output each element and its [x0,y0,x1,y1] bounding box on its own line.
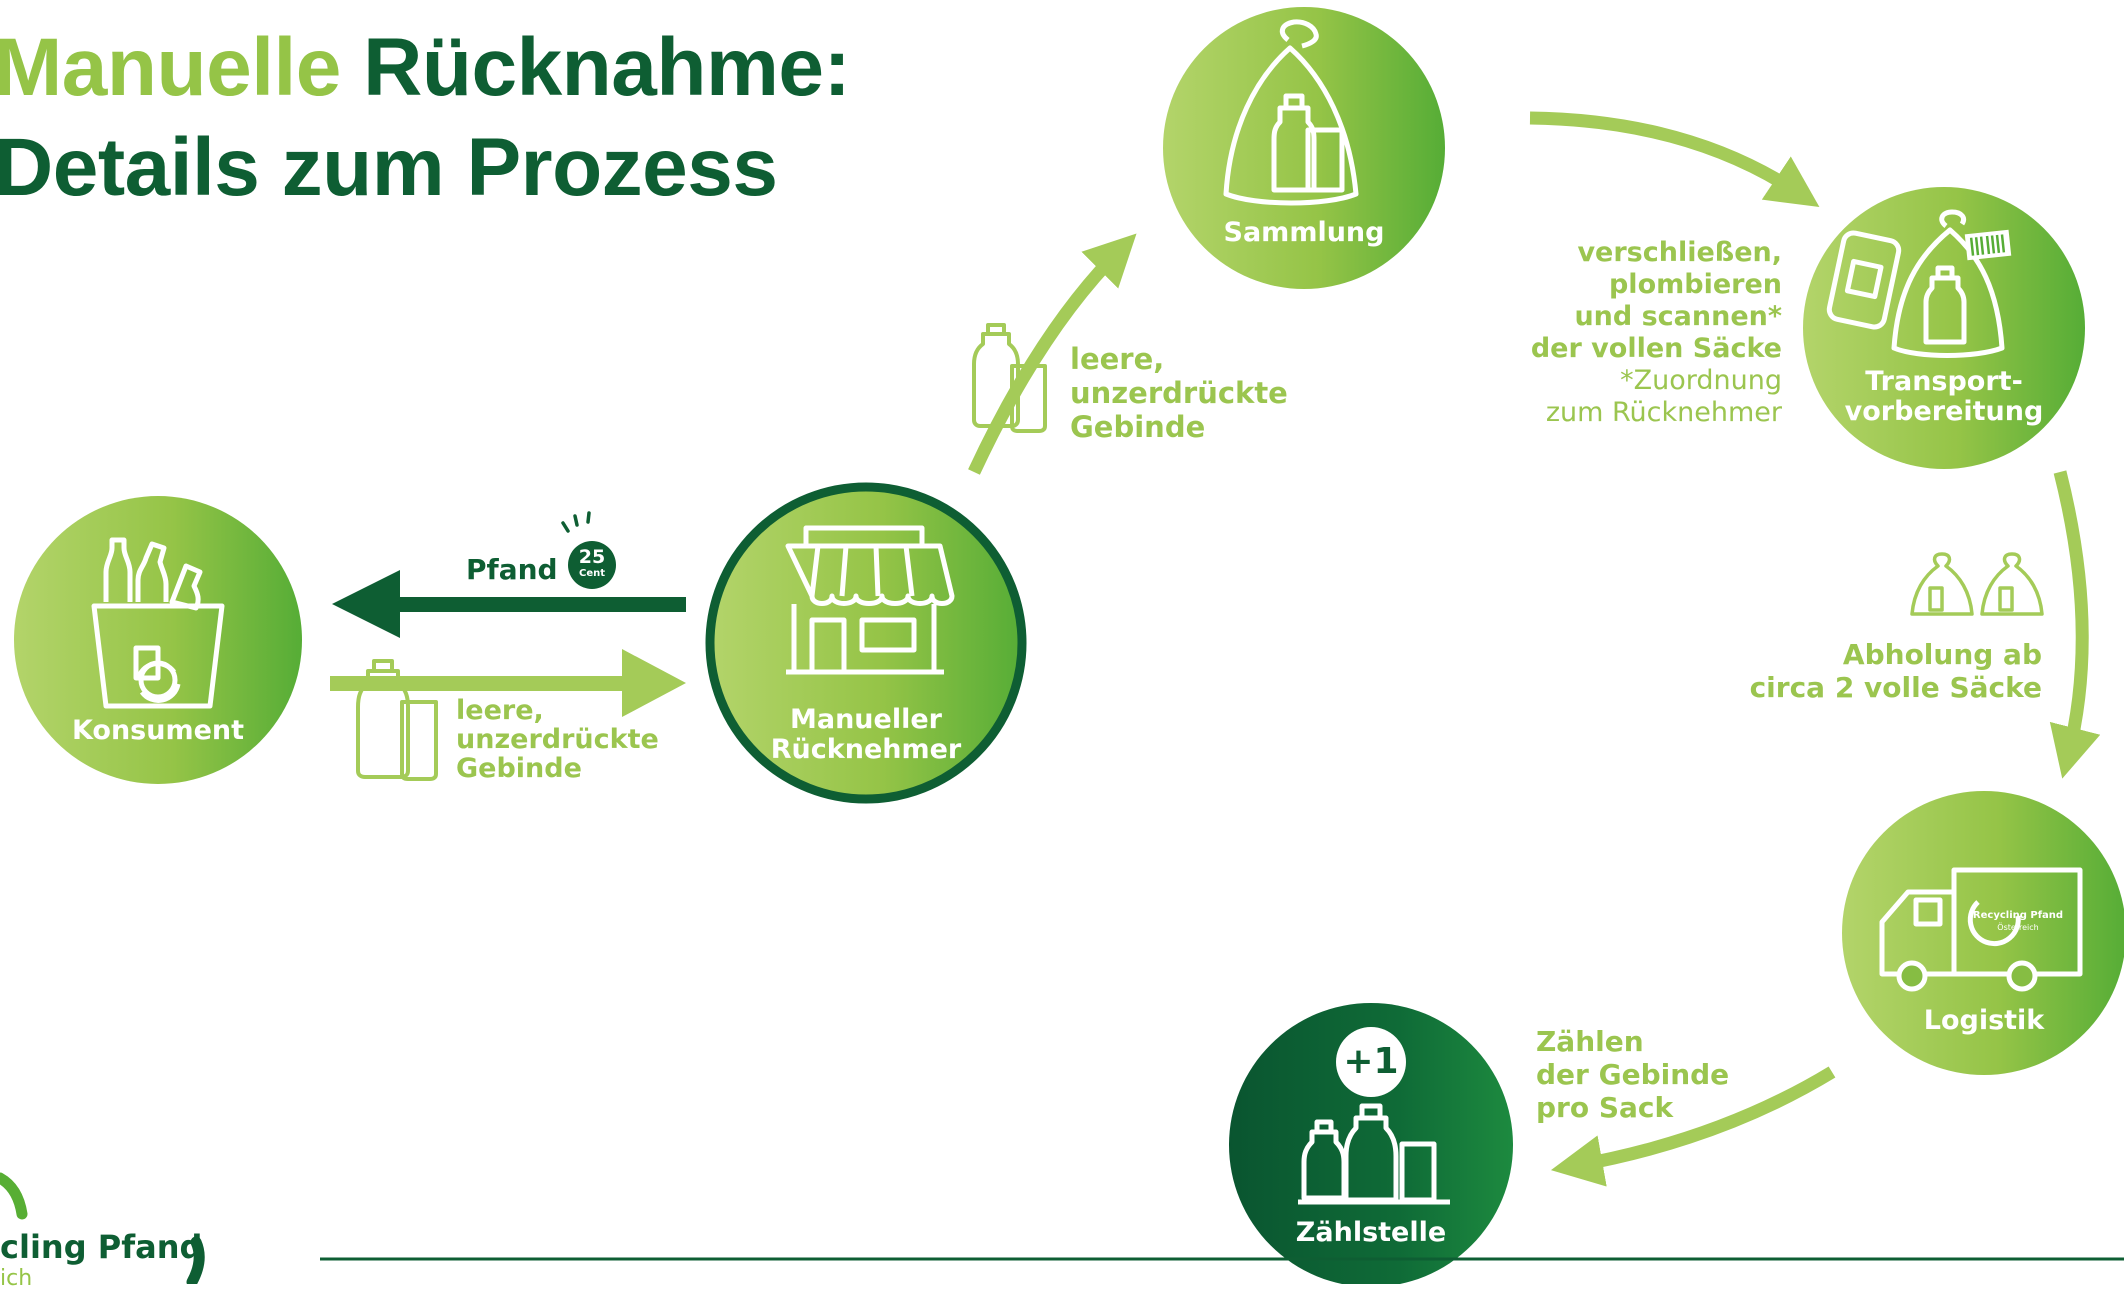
pickup-label: Abholung ab circa 2 volle Säcke [1749,638,2042,704]
connector-shop-to-sammlung [968,233,1137,475]
page-title: Manuelle Rücknahme: Details zum Prozess [0,18,851,218]
bottle-can-icon-left [356,659,438,781]
phone-scan-icon [1826,230,1902,330]
van-icon [1879,867,2083,992]
coin-icon [561,511,616,589]
barcode-icon [1964,229,2012,261]
coin-unit: Cent [578,568,606,579]
empties-arrow [330,649,686,717]
connector-transport-to-logistik [2049,470,2101,779]
connector-logistik-to-zaehlstelle [1550,1066,1836,1187]
shop-icon [785,525,955,675]
connector-sammlung-to-transport [1529,111,1820,208]
van-logo-text: Recycling Pfand Österreich [1972,910,2064,932]
counter-badge [1336,1027,1406,1097]
shopping-basket-icon [91,537,225,709]
bottle-can-icon-diagonal [972,323,1047,433]
node-transport [1803,187,2085,469]
node-label-logistik: Logistik [1923,1005,2045,1036]
pfand-label: Pfand [466,553,558,586]
title-line-2: Details zum Prozess [0,122,778,213]
empties-to-collection-label: leere, unzerdrückte Gebinde [1070,342,1288,444]
brand-logo-text: cling Pfand [0,1228,203,1266]
node-sammlung [1163,7,1445,289]
counter-badge-text: +1 [1343,1041,1399,1082]
node-label-konsument: Konsument [71,715,245,746]
seal-label: verschließen, plombieren und scannen* de… [1530,237,1782,428]
bottles-icon [1298,1103,1450,1205]
pfand-arrow [332,570,686,638]
bag-icon-transport [1891,209,2005,358]
brand-logo-subtext: ich [0,1266,33,1291]
small-bags-icon [1910,552,2044,616]
node-label-transport: Transport- vorbereitung [1844,366,2044,427]
node-label-ruecknehmer: Manueller Rücknehmer [770,704,962,765]
brand-logo-icon [0,1172,205,1284]
node-logistik [1842,791,2124,1075]
bag-icon [1223,19,1359,206]
node-konsument [14,496,302,784]
node-ruecknehmer [705,482,1027,804]
coin-value: 25 [578,546,606,568]
title-line-1: Manuelle Rücknahme: [0,22,851,113]
node-label-zaehlstelle: Zählstelle [1295,1217,1447,1248]
count-label: Zählen der Gebinde pro Sack [1536,1025,1730,1124]
node-zaehlstelle [1229,1003,1513,1284]
node-label-sammlung: Sammlung [1223,217,1385,248]
empties-to-shop-label: leere, unzerdrückte Gebinde [456,695,659,784]
